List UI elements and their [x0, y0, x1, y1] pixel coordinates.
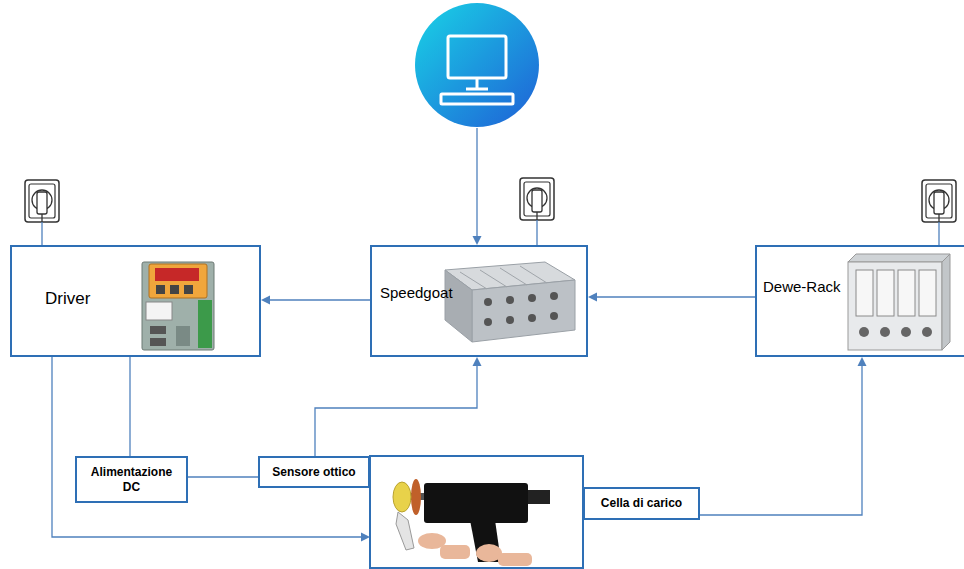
- signal-connector: [588, 293, 755, 302]
- computer-link: [473, 128, 482, 245]
- power-line: [536, 220, 537, 245]
- arrowhead: [858, 357, 867, 366]
- node-label: Dewe-Rack: [763, 278, 964, 296]
- signal-connector: [261, 296, 370, 305]
- driver-device-link: [52, 357, 370, 542]
- signal-connector: [700, 357, 867, 515]
- connector-line: [597, 296, 755, 297]
- device-box: Driver: [10, 245, 261, 357]
- computer-icon: [415, 3, 539, 127]
- device-box: Dewe-Rack: [755, 245, 964, 357]
- node-label: Alimentazione DC: [83, 465, 181, 494]
- arrowhead: [588, 293, 597, 302]
- power-line: [938, 222, 939, 245]
- connector-line: [129, 357, 130, 456]
- driver-picture: [142, 262, 214, 350]
- signal-connector: [130, 357, 131, 456]
- node-label: Speedgoat: [380, 284, 586, 302]
- handheld-device-picture: [393, 479, 550, 566]
- connector-line: [315, 366, 477, 456]
- power-plug: [25, 180, 59, 222]
- dewe-rack-picture: [848, 254, 950, 350]
- device-box: [370, 456, 583, 568]
- node-label: Sensore ottico: [272, 465, 355, 479]
- signal-box: Sensore ottico: [258, 456, 370, 488]
- connector-line: [188, 476, 258, 477]
- connector-line: [270, 299, 370, 300]
- signal-box: Cella di carico: [583, 487, 700, 520]
- arrowhead: [473, 357, 482, 366]
- signal-connector: [315, 357, 482, 456]
- power-plug: [520, 178, 554, 220]
- arrowhead: [261, 296, 270, 305]
- power-plug: [922, 180, 956, 222]
- speedgoat-picture: [445, 262, 575, 342]
- signal-connector: [188, 477, 258, 478]
- node-label: Driver: [45, 289, 259, 309]
- signal-box: Alimentazione DC: [75, 456, 188, 503]
- device-box: Speedgoat: [370, 245, 588, 357]
- node-label: Cella di carico: [601, 496, 682, 510]
- power-line: [41, 222, 42, 245]
- connector-line: [700, 366, 862, 515]
